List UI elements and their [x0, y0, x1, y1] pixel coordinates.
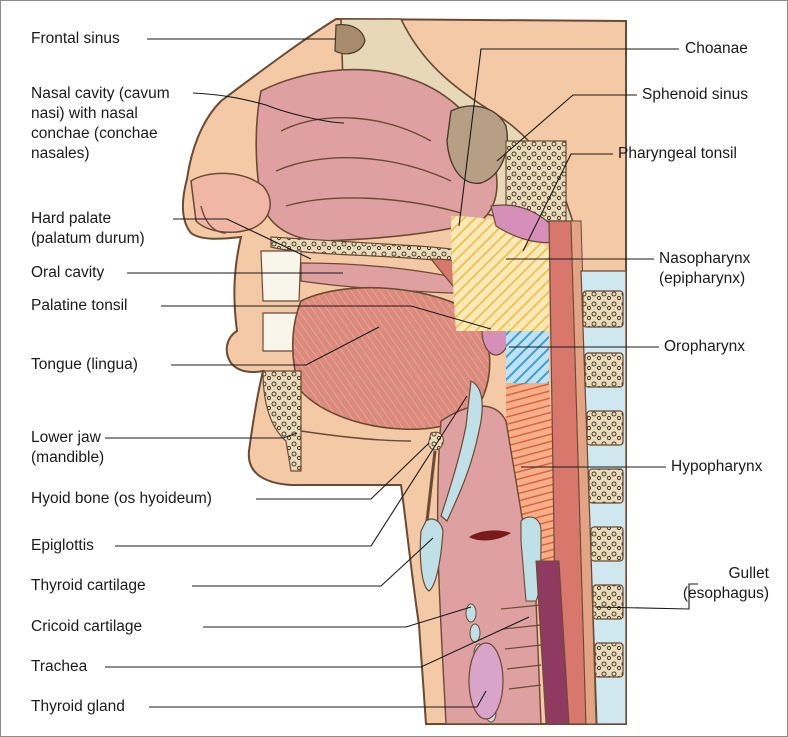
label-epiglottis: Epiglottis — [31, 536, 94, 556]
upper-teeth — [261, 251, 301, 301]
label-cricoid-cartilage: Cricoid cartilage — [31, 617, 142, 637]
label-oral-cavity: Oral cavity — [31, 263, 104, 283]
label-sphenoid-sinus: Sphenoid sinus — [642, 85, 748, 105]
label-thyroid-gland: Thyroid gland — [31, 697, 125, 717]
label-lower-jaw: Lower jaw (mandible) — [31, 428, 104, 468]
label-palatine-tonsil: Palatine tonsil — [31, 296, 128, 316]
oropharynx-zone — [506, 331, 549, 383]
label-hyoid-bone: Hyoid bone (os hyoideum) — [31, 489, 212, 509]
nose-tip — [191, 173, 270, 232]
label-pharyngeal-tonsil: Pharyngeal tonsil — [618, 144, 737, 164]
label-frontal-sinus: Frontal sinus — [31, 29, 120, 49]
label-hypopharynx: Hypopharynx — [671, 457, 762, 477]
thyroid-gland-shape — [469, 643, 503, 719]
label-hard-palate: Hard palate (palatum durum) — [31, 209, 145, 249]
label-choanae: Choanae — [685, 39, 748, 59]
label-trachea: Trachea — [31, 657, 87, 677]
label-nasal-cavity: Nasal cavity (cavum nasi) with nasal con… — [31, 84, 170, 164]
label-thyroid-cartilage: Thyroid cartilage — [31, 576, 146, 596]
label-oropharynx: Oropharynx — [664, 337, 745, 357]
label-nasopharynx: Nasopharynx (epipharynx) — [659, 249, 750, 289]
label-gullet: Gullet (esophagus) — [661, 564, 769, 604]
hyoid-bone-shape — [429, 432, 444, 450]
label-tongue: Tongue (lingua) — [31, 355, 138, 375]
